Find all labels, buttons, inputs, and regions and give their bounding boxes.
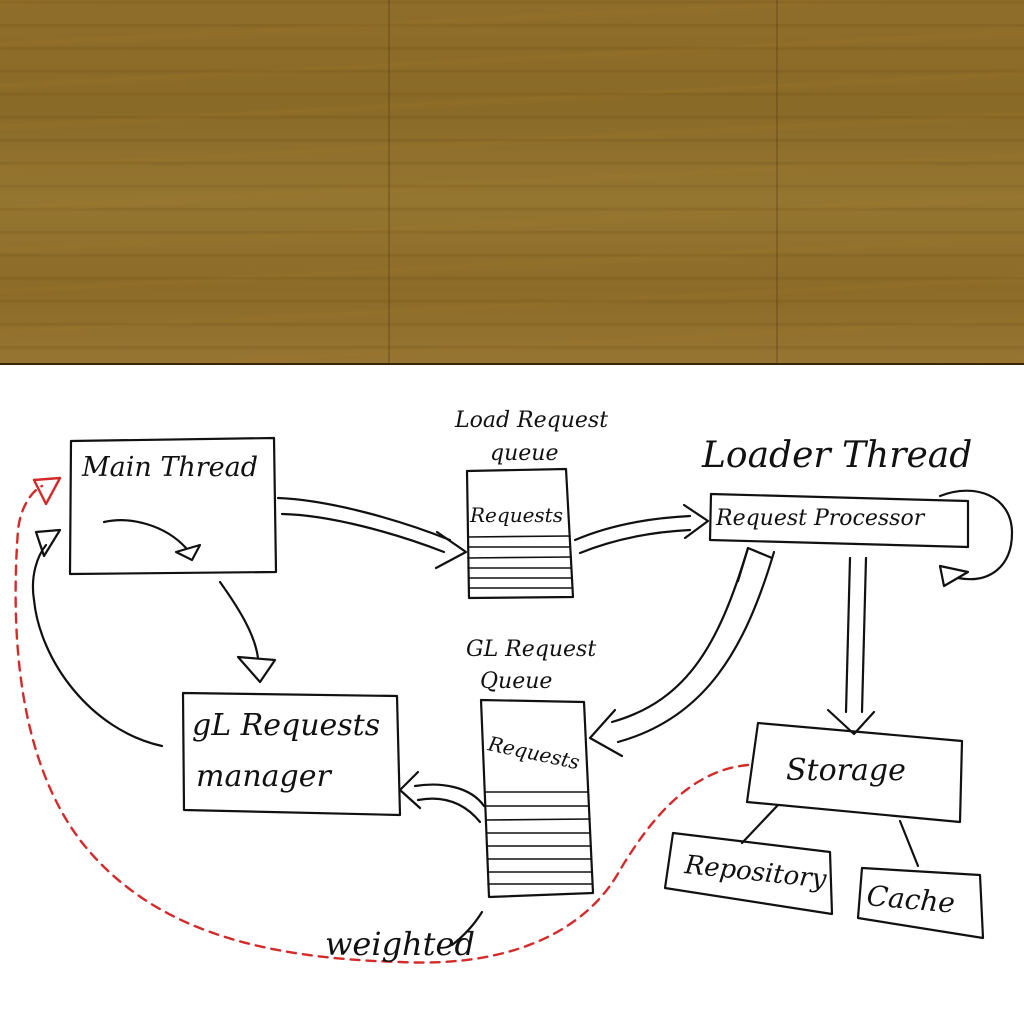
request-processor-label: Request Processor	[715, 506, 926, 531]
gl-request-queue-node: GL Request Queue Requests	[466, 637, 596, 899]
gl-requests-manager-node: gL Requests manager	[181, 691, 402, 817]
storage-node: Storage	[740, 721, 964, 868]
repository-node: Repository	[663, 831, 834, 916]
storage-label: Storage	[786, 753, 906, 788]
gl-manager-label-1: gL Requests	[192, 708, 380, 743]
load-queue-to-processor-arrow	[573, 503, 710, 555]
main-thread-label: Main Thread	[81, 452, 258, 483]
loader-thread-label: Loader Thread	[701, 435, 972, 476]
cache-node: Cache	[856, 866, 985, 940]
main-to-load-queue-arrow	[276, 496, 468, 570]
load-request-queue-node: Load Request queue Requests	[454, 408, 608, 600]
texture-seam	[776, 0, 778, 363]
processor-to-storage-arrow	[826, 556, 876, 736]
repository-label: Repository	[682, 850, 828, 895]
manager-to-main-arrow	[31, 528, 164, 748]
load-queue-label: Requests	[469, 503, 563, 527]
loader-thread-node: Loader Thread Request Processor	[701, 435, 1014, 588]
queue-slots	[467, 535, 573, 589]
texture-seam	[388, 0, 390, 363]
main-thread-node: Main Thread	[68, 436, 278, 576]
gl-queue-title-1: GL Request	[466, 637, 596, 662]
cache-label: Cache	[865, 879, 956, 920]
queue-slots	[484, 791, 593, 885]
gl-manager-label-2: manager	[196, 759, 332, 794]
self-loop-arrow	[938, 489, 1014, 581]
gl-queue-label: Requests	[485, 731, 582, 774]
load-queue-title-1: Load Request	[454, 408, 608, 433]
weighted-label: weighted	[325, 925, 475, 963]
weighted-feedback-path: weighted	[14, 476, 750, 964]
load-queue-title-2: queue	[490, 441, 558, 466]
wood-texture-panel	[0, 0, 1024, 365]
gl-queue-title-2: Queue	[480, 669, 552, 694]
gl-queue-to-manager-arrow	[398, 770, 486, 824]
processor-to-gl-queue-arrow	[588, 546, 776, 758]
main-to-manager-arrow	[218, 580, 277, 684]
